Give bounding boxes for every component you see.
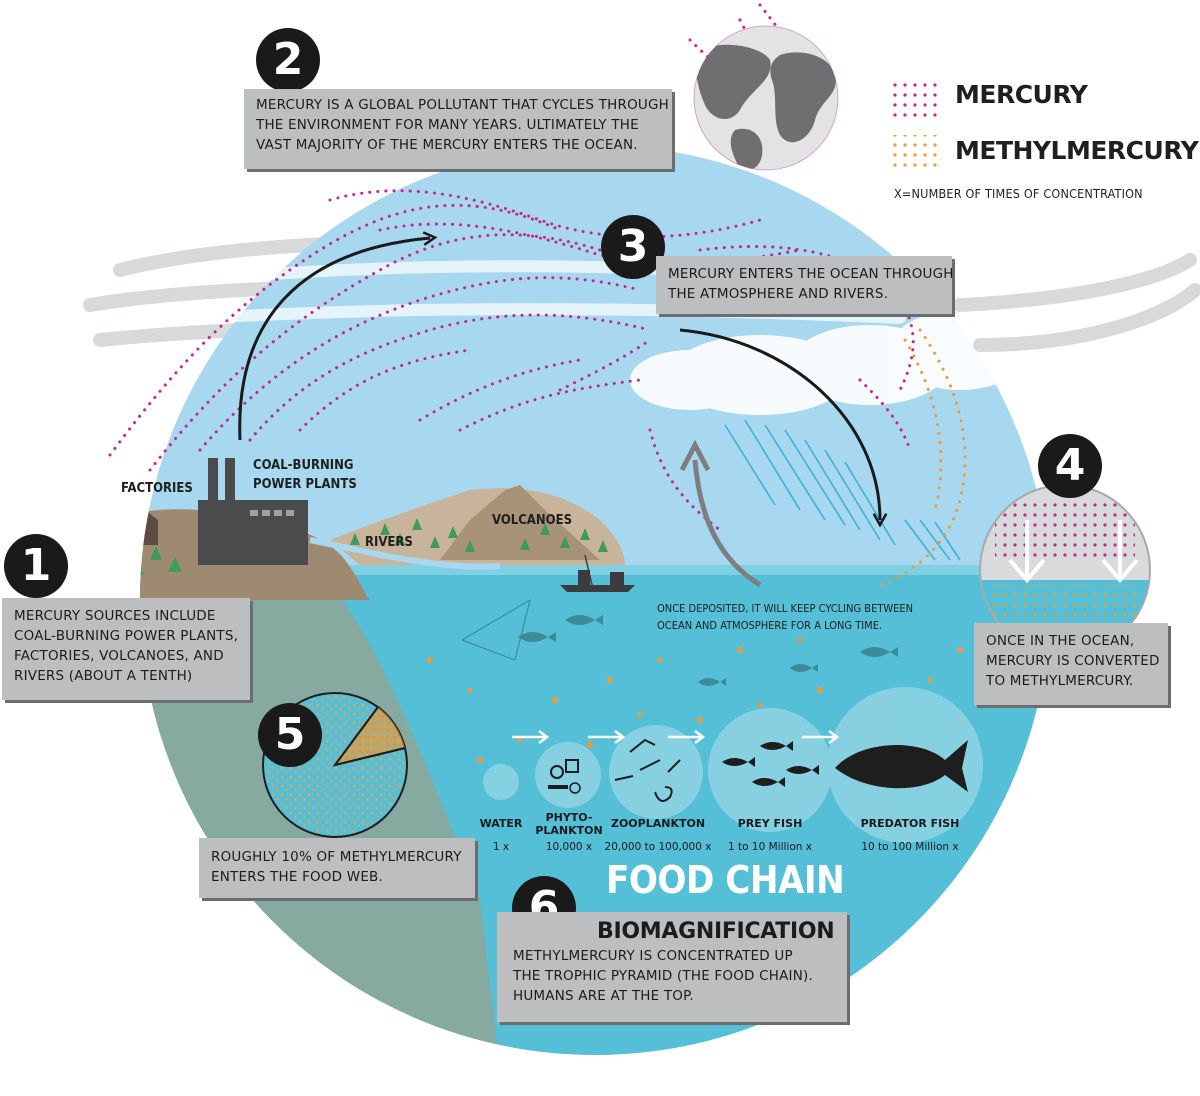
food-level-predator-fish-value: 10 to 100 Million x: [861, 841, 959, 853]
step-5-line: ENTERS THE FOOD WEB.: [211, 869, 383, 885]
step-6-line: HUMANS ARE AT THE TOP.: [513, 988, 694, 1004]
food-level-zooplankton-name: ZOOPLANKTON: [610, 817, 706, 830]
food-chain-title: FOOD CHAIN: [606, 858, 845, 902]
cloud-right: [630, 310, 1030, 415]
zooplankton: [614, 738, 681, 802]
step-4-caption: ONCE IN THE OCEAN, MERCURY IS CONVERTED …: [974, 623, 1168, 705]
river: [309, 537, 501, 570]
fishing-boat: [560, 554, 635, 592]
step-1-caption: MERCURY SOURCES INCLUDE COAL-BURNING POW…: [2, 598, 250, 700]
legend-concentration-note: X=NUMBER OF TIMES OF CONCENTRATION: [894, 186, 1143, 201]
legend-swatch-methylmercury: [890, 135, 942, 173]
step-1-badge: 1: [4, 534, 68, 598]
step-1-line: COAL-BURNING POWER PLANTS,: [14, 628, 239, 644]
power-plant: [198, 458, 308, 565]
step-1-line: FACTORIES, VOLCANOES, AND: [14, 648, 224, 664]
rise-arrow: [238, 238, 430, 441]
food-level-water-name: WATER: [479, 817, 523, 830]
label-rivers: RIVERS: [365, 535, 413, 550]
step-2-badge: 2: [256, 28, 320, 92]
methylmercury-plumes: [878, 328, 967, 587]
step-5-badge: 5: [258, 703, 322, 767]
label-power-plants-line2: POWER PLANTS: [253, 477, 357, 492]
predator-fish: [835, 740, 968, 792]
step-3-caption: MERCURY ENTERS THE OCEAN THROUGH THE ATM…: [656, 256, 954, 314]
food-level-zooplankton-value: 20,000 to 100,000 x: [604, 841, 712, 853]
step-2-line: VAST MAJORITY OF THE MERCURY ENTERS THE …: [256, 137, 638, 153]
label-volcanoes: VOLCANOES: [492, 513, 572, 528]
step-4-line: ONCE IN THE OCEAN,: [986, 633, 1135, 649]
food-level-prey-fish-name: PREY FISH: [737, 817, 803, 830]
cycling-arrow: [692, 459, 762, 588]
rain: [724, 419, 961, 561]
step-2-line: MERCURY IS A GLOBAL POLLUTANT THAT CYCLE…: [256, 97, 669, 113]
step-6-line: METHYLMERCURY IS CONCENTRATED UP: [513, 948, 793, 964]
cycling-arrow-head: [679, 439, 711, 472]
step-5-line: ROUGHLY 10% OF METHYLMERCURY: [211, 849, 462, 865]
step-4-badge: 4: [1038, 434, 1102, 498]
step-3-line: MERCURY ENTERS THE OCEAN THROUGH: [668, 266, 954, 282]
earth-globe: [693, 25, 839, 171]
step-2-line: THE ENVIRONMENT FOR MANY YEARS. ULTIMATE…: [256, 117, 639, 133]
legend-mercury-label: MERCURY: [955, 80, 1088, 109]
step-6-caption: BIOMAGNIFICATION METHYLMERCURY IS CONCEN…: [497, 912, 847, 1022]
food-level-prey-fish-value: 1 to 10 Million x: [728, 841, 812, 853]
food-level-phytoplankton-name: PHYTO- PLANKTON: [533, 811, 605, 837]
label-cycling-note: ONCE DEPOSITED, IT WILL KEEP CYCLING BET…: [657, 600, 913, 634]
step-3-line: THE ATMOSPHERE AND RIVERS.: [668, 286, 889, 302]
step-3-badge: 3: [601, 215, 665, 279]
food-level-phytoplankton-value: 10,000 x: [545, 841, 593, 853]
step-1-line: MERCURY SOURCES INCLUDE: [14, 608, 216, 624]
step-4-line: MERCURY IS CONVERTED: [986, 653, 1160, 669]
deposition-arrow: [679, 328, 880, 520]
step-4-line: TO METHYLMERCURY.: [986, 673, 1134, 689]
label-cycling-line1: ONCE DEPOSITED, IT WILL KEEP CYCLING BET…: [657, 602, 914, 615]
food-level-phytoplankton-name-line1: PHYTO-: [545, 811, 593, 824]
ocean-fish: [518, 615, 898, 686]
step-5-caption: ROUGHLY 10% OF METHYLMERCURY ENTERS THE …: [199, 838, 475, 898]
food-level-phytoplankton-name-line2: PLANKTON: [535, 824, 603, 837]
phytoplankton: [548, 759, 581, 794]
step-1-line: RIVERS (ABOUT A TENTH): [14, 668, 193, 684]
label-cycling-line2: OCEAN AND ATMOSPHERE FOR A LONG TIME.: [657, 619, 883, 632]
fishing-net: [460, 598, 531, 661]
label-factories: FACTORIES: [121, 481, 193, 496]
legend-swatch-mercury: [890, 80, 942, 118]
food-level-predator-fish-name: PREDATOR FISH: [860, 817, 960, 830]
step-2-caption: MERCURY IS A GLOBAL POLLUTANT THAT CYCLE…: [244, 89, 672, 169]
volcano: [440, 485, 600, 560]
step-6-line: THE TROPHIC PYRAMID (THE FOOD CHAIN).: [513, 968, 813, 984]
prey-fish: [722, 741, 819, 787]
step-6-heading: BIOMAGNIFICATION: [597, 919, 835, 944]
food-chain-arrows: [512, 730, 840, 744]
legend-methylmercury-label: METHYLMERCURY: [955, 136, 1199, 165]
food-level-water-value: 1 x: [492, 841, 510, 853]
label-power-plants: COAL-BURNING POWER PLANTS: [253, 456, 357, 494]
label-power-plants-line1: COAL-BURNING: [253, 458, 354, 473]
